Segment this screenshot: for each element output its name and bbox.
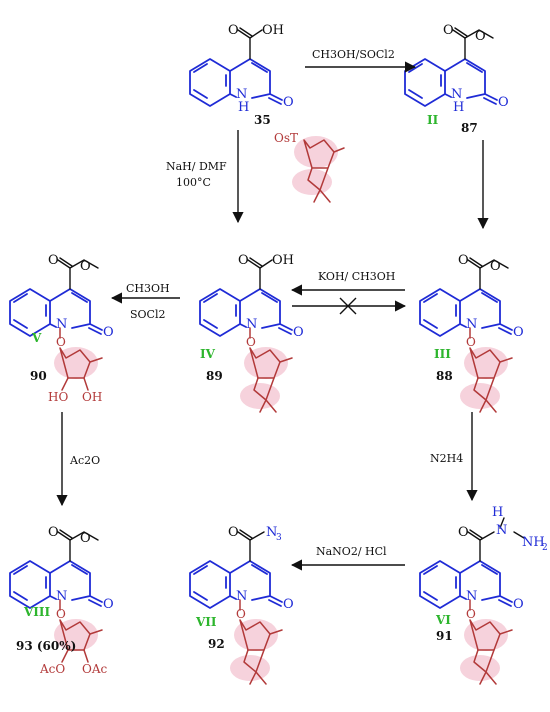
atom-o-carbonyl: O bbox=[103, 597, 114, 612]
atom-o-glyco: O bbox=[466, 607, 476, 621]
atom-aco: AcO bbox=[39, 662, 65, 676]
atom-o-glyco: O bbox=[56, 607, 66, 621]
atom-o: O bbox=[48, 525, 59, 540]
atom-n: N bbox=[451, 87, 462, 102]
atom-o-glyco: O bbox=[236, 607, 246, 621]
compound-90: O O N O O HO OH V 90 bbox=[9, 253, 114, 404]
compound-roman: IV bbox=[200, 347, 216, 361]
atom-o-ester: O bbox=[80, 531, 91, 546]
atom-n: N bbox=[466, 317, 477, 332]
compound-87: O O N H O II 87 bbox=[404, 23, 509, 135]
compound-roman: V bbox=[31, 331, 42, 345]
atom-o-carbonyl: O bbox=[103, 325, 114, 340]
atom-oh: OH bbox=[272, 253, 294, 268]
compound-number: 35 bbox=[254, 113, 271, 127]
compound-number: 87 bbox=[461, 121, 478, 135]
condition-azide: NaNO2/ HCl bbox=[316, 545, 387, 558]
compound-89: O OH N O O IV 89 bbox=[199, 253, 304, 413]
condition-hydrolysis: KOH/ CH3OH bbox=[318, 270, 395, 283]
compound-number: 93 (60%) bbox=[16, 639, 76, 653]
compound-35: O OH N H O 35 bbox=[189, 23, 294, 127]
atom-h: H bbox=[453, 100, 464, 115]
atom-o-glyco: O bbox=[466, 335, 476, 349]
compound-roman: III bbox=[434, 347, 451, 361]
atom-o: O bbox=[238, 253, 249, 268]
atom-o-glyco: O bbox=[56, 335, 66, 349]
condition-ester-v-1: CH3OH bbox=[126, 282, 170, 295]
atom-o-carbonyl: O bbox=[283, 597, 294, 612]
atom-nh2: NH bbox=[522, 535, 545, 550]
reagent-sugar: OsT bbox=[274, 131, 345, 203]
compound-roman: VI bbox=[435, 613, 451, 627]
condition-acetylation: Ac2O bbox=[69, 454, 100, 467]
condition-esterification: CH3OH/SOCl2 bbox=[312, 48, 395, 61]
atom-o-carbonyl: O bbox=[498, 95, 509, 110]
atom-ho: HO bbox=[48, 390, 68, 404]
compound-number: 90 bbox=[30, 369, 47, 383]
atom-o-carbonyl: O bbox=[293, 325, 304, 340]
atom-oac: OAc bbox=[82, 662, 108, 676]
atom-o-carbonyl: O bbox=[513, 325, 524, 340]
atom-o: O bbox=[443, 23, 454, 38]
compound-number: 91 bbox=[436, 629, 453, 643]
atom-o: O bbox=[48, 253, 59, 268]
compound-roman: II bbox=[427, 113, 439, 127]
atom-o-carbonyl: O bbox=[283, 95, 294, 110]
compound-91: O N H NH 2 N O O VI 91 bbox=[419, 505, 548, 685]
atom-nh: N bbox=[496, 523, 507, 538]
atom-o-ester: O bbox=[490, 259, 501, 274]
condition-ester-v-2: SOCl2 bbox=[130, 308, 166, 321]
compound-number: 88 bbox=[436, 369, 453, 383]
compound-92: O N 3 N O O VII 92 bbox=[189, 525, 294, 685]
atom-o: O bbox=[458, 525, 469, 540]
atom-oh: OH bbox=[82, 390, 102, 404]
atom-n: N bbox=[56, 317, 67, 332]
atom-o-ester: O bbox=[80, 259, 91, 274]
atom-h: H bbox=[238, 100, 249, 115]
atom-h: H bbox=[492, 505, 503, 520]
condition-hydrazinolysis: N2H4 bbox=[430, 452, 463, 465]
compound-roman: VIII bbox=[23, 605, 51, 619]
atom-n3: N bbox=[266, 525, 277, 540]
compound-88: O O N O O III 88 bbox=[419, 253, 524, 413]
atom-ost: OsT bbox=[274, 131, 298, 145]
atom-o-glyco: O bbox=[246, 335, 256, 349]
atom-o-ester: O bbox=[475, 29, 486, 44]
atom-oh: OH bbox=[262, 23, 284, 38]
atom-o: O bbox=[458, 253, 469, 268]
atom-o-carbonyl: O bbox=[513, 597, 524, 612]
atom-n: N bbox=[236, 589, 247, 604]
atom-n: N bbox=[236, 87, 247, 102]
condition-alkylation-2: 100°C bbox=[176, 176, 211, 189]
atom-o: O bbox=[228, 525, 239, 540]
compound-number: 92 bbox=[208, 637, 225, 651]
cross-mark bbox=[339, 297, 357, 315]
atom-n: N bbox=[56, 589, 67, 604]
atom-n: N bbox=[246, 317, 257, 332]
atom-n3-subscript: 3 bbox=[276, 533, 282, 543]
atom-nh2-subscript: 2 bbox=[542, 543, 548, 553]
atom-o: O bbox=[228, 23, 239, 38]
condition-alkylation-1: NaH/ DMF bbox=[166, 160, 227, 173]
atom-n: N bbox=[466, 589, 477, 604]
compound-roman: VII bbox=[195, 615, 217, 629]
compound-93: O O N O O AcO OAc VIII 93 (60%) bbox=[9, 525, 114, 676]
compound-number: 89 bbox=[206, 369, 223, 383]
